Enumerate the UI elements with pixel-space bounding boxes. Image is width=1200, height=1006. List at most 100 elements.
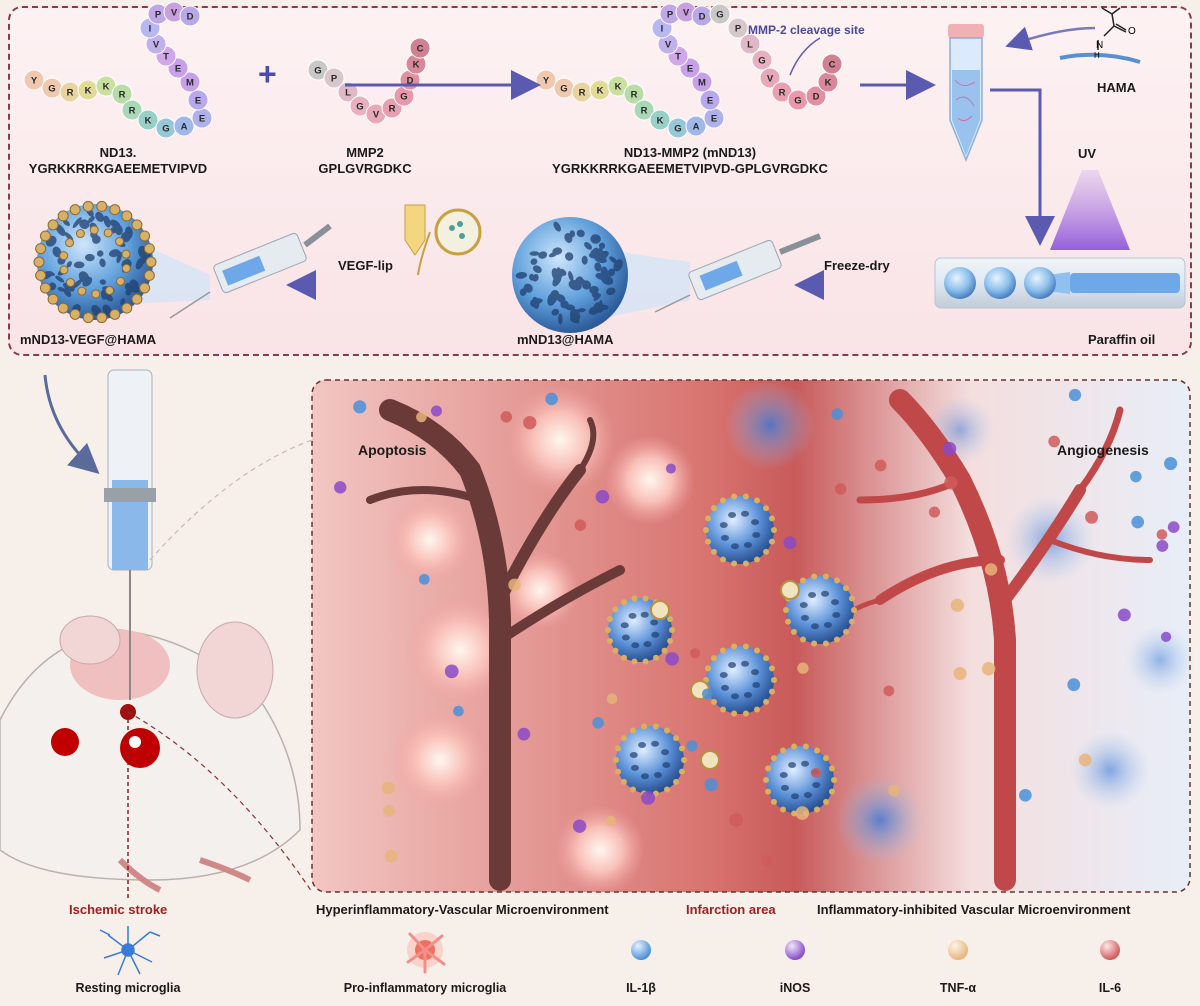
svg-text:G: G [162,124,169,135]
svg-text:K: K [413,60,420,71]
svg-text:R: R [129,106,136,117]
svg-text:R: R [641,106,648,117]
hama-molecule-icon [1059,7,1141,64]
svg-text:K: K [657,116,664,127]
apoptosis-label: Apoptosis [358,442,427,458]
mnd13-hama-sphere [512,217,690,333]
svg-text:K: K [85,86,92,97]
svg-text:V: V [171,8,178,19]
syringe-icon-2 [169,223,332,319]
infarction-area-label: Infarction area [686,902,776,917]
svg-text:K: K [597,86,604,97]
svg-text:V: V [683,8,690,19]
mmp2-sequence: GPLGVRGDKC [318,161,412,176]
conjugate-name: ND13-MMP2 (mND13) [623,145,757,160]
il1b-sphere-icon [631,940,651,960]
svg-text:G: G [400,92,407,103]
plus-sign: + [258,56,277,92]
mnd13-hama-label: mND13@HAMA [517,332,614,347]
nozzle [1070,273,1180,293]
svg-text:K: K [615,82,622,93]
hama-o: O [1128,26,1136,37]
svg-text:D: D [813,92,820,103]
svg-text:R: R [579,88,586,99]
hama-label: HAMA [1097,80,1136,95]
svg-text:K: K [103,82,110,93]
svg-text:R: R [631,90,638,101]
svg-text:M: M [186,78,194,89]
final-product-sphere [33,200,210,324]
tube-icon [948,24,984,163]
svg-text:P: P [735,24,742,35]
svg-text:M: M [698,78,706,89]
arrow-to-uv [990,88,1055,246]
svg-text:Y: Y [31,76,38,87]
svg-text:R: R [779,88,786,99]
il6-sphere-icon [1100,940,1120,960]
svg-text:E: E [195,96,201,107]
hyper-environment-label: Hyperinflammatory-Vascular Microenvironm… [316,902,609,917]
vegf-lip-label: VEGF-lip [338,258,393,273]
svg-text:A: A [693,122,700,133]
svg-text:E: E [687,64,693,75]
legend-tnfa: TNF-α [939,981,977,995]
svg-text:R: R [67,88,74,99]
arrow-hama-in [1005,26,1096,51]
svg-text:P: P [155,10,162,21]
uv-label: UV [1078,146,1097,161]
pro-inflammatory-cells [385,385,695,895]
svg-text:V: V [373,110,380,121]
svg-text:V: V [767,74,774,85]
legend-resting-microglia: Resting microglia [75,981,181,995]
svg-text:R: R [119,90,126,101]
arrow-to-injection [43,374,100,474]
svg-text:G: G [356,102,363,113]
nd13-sequence: YGRKKRRKGAEEMETVIPVD [28,161,208,176]
mouse-illustration [0,615,301,893]
pro-inflammatory-microglia-icon [406,932,446,974]
legend-pro-inflammatory-microglia: Pro-inflammatory microglia [343,981,507,995]
svg-text:V: V [665,40,672,51]
resting-microglia-icon [99,926,161,976]
final-product-label: mND13-VEGF@HAMA [20,332,157,347]
svg-text:Y: Y [543,76,550,87]
svg-text:C: C [417,44,424,55]
conjugate-sequence: YGRKKRRKGAEEMETVIPVD-GPLGVRGDKC [552,161,828,176]
vegf-liposome-icon [404,204,482,276]
cleavage-pointer [789,37,821,76]
hama-n: N [1096,40,1103,51]
injection-syringe [104,369,156,700]
svg-text:L: L [345,88,351,99]
zoom-line-top [149,439,313,561]
paraffin-oil-label: Paraffin oil [1088,332,1156,347]
svg-text:E: E [199,114,205,125]
svg-text:D: D [187,12,194,23]
legend-il6: IL-6 [1098,981,1122,995]
svg-text:D: D [699,12,706,23]
inos-sphere-icon [785,940,805,960]
svg-text:G: G [560,84,567,95]
legend-inos: iNOS [779,981,811,995]
uv-beam [1050,170,1130,250]
svg-text:R: R [389,104,396,115]
zoom-line-bottom [127,711,313,893]
svg-text:T: T [675,52,681,63]
legend-icons [99,926,1120,976]
angiogenesis-label: Angiogenesis [1057,442,1149,458]
mmp2-name: MMP2 [346,145,384,160]
svg-text:A: A [181,122,188,133]
ischemic-stroke-label: Ischemic stroke [69,902,168,917]
svg-text:L: L [747,40,753,51]
microenvironment-scene [0,369,1195,898]
svg-text:G: G [314,66,321,77]
svg-text:K: K [825,78,832,89]
svg-text:I: I [661,24,664,35]
svg-text:G: G [758,56,765,67]
svg-text:G: G [674,124,681,135]
legend-il1b: IL-1β [626,981,656,995]
svg-text:G: G [716,10,723,21]
svg-text:K: K [145,116,152,127]
